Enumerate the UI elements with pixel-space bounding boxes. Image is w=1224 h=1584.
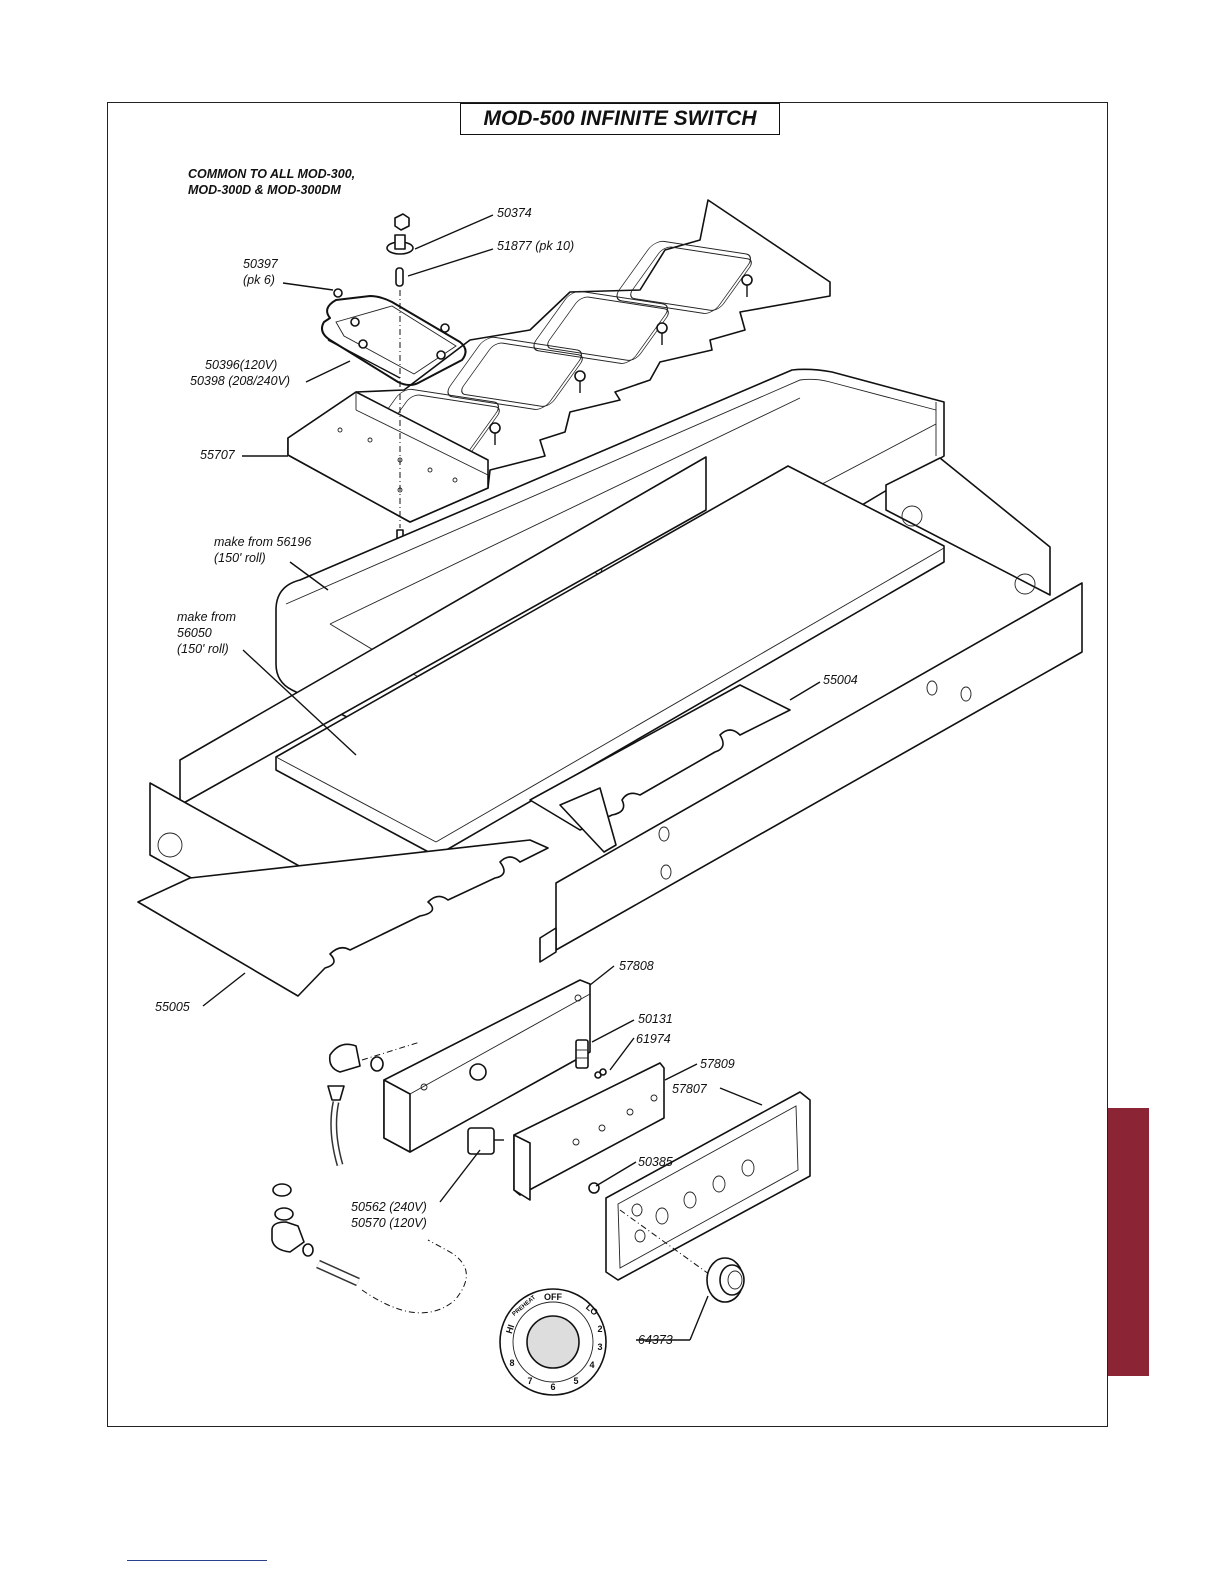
label-55004: 55004 <box>823 673 858 687</box>
element-terminals <box>489 274 753 445</box>
terminal-block-50131 <box>575 1039 589 1069</box>
label-56050-line-1: make from <box>177 610 236 624</box>
label-61974: 61974 <box>636 1032 671 1046</box>
bottom-plate-55005 <box>137 839 549 997</box>
labels: COMMON TO ALL MOD-300, MOD-300D & MOD-30… <box>155 167 858 1347</box>
label-50398: 50398 (208/240V) <box>190 374 290 388</box>
leader-lines <box>202 214 821 1341</box>
back-panel <box>179 456 1051 806</box>
dial-64373: OFF LO HI PREHEAT 2 3 4 5 6 7 8 <box>499 1288 607 1396</box>
footer-rule <box>127 1560 267 1561</box>
label-57809: 57809 <box>700 1057 735 1071</box>
label-50570: 50570 (120V) <box>351 1216 427 1230</box>
label-55005: 55005 <box>155 1000 190 1014</box>
label-50131: 50131 <box>638 1012 673 1026</box>
infinite-switch-50562 <box>467 1127 504 1155</box>
label-51877: 51877 (pk 10) <box>497 239 574 253</box>
dial-num-5: 5 <box>573 1376 578 1386</box>
dial-num-8: 8 <box>509 1358 514 1368</box>
label-56050-line-2: 56050 <box>177 626 212 640</box>
section-tab <box>1108 1108 1149 1376</box>
bottom-plate-55004 <box>529 684 791 853</box>
label-56196-line-2: (150' roll) <box>214 551 266 565</box>
label-50385: 50385 <box>638 1155 673 1169</box>
knob-64373 <box>706 1257 745 1303</box>
dial-num-4: 4 <box>589 1360 594 1370</box>
dial-hi-label: HI <box>504 1323 516 1335</box>
page-title: MOD-500 INFINITE SWITCH <box>460 103 780 135</box>
dial-num-2: 2 <box>597 1324 602 1334</box>
dial-off-label: OFF <box>544 1292 562 1302</box>
label-50562: 50562 (240V) <box>351 1200 427 1214</box>
insulation-board <box>275 465 945 857</box>
note-line-2: MOD-300D & MOD-300DM <box>188 183 341 197</box>
front-panel <box>539 582 1083 963</box>
faceplate-57807 <box>605 1091 811 1283</box>
screws-61974 <box>594 1068 607 1079</box>
diagram-frame <box>107 102 1108 1427</box>
note-line-1: COMMON TO ALL MOD-300, <box>188 167 355 181</box>
label-50374: 50374 <box>497 206 532 220</box>
clips-50397 <box>333 288 450 360</box>
label-57808: 57808 <box>619 959 654 973</box>
label-56196-line-1: make from 56196 <box>214 535 311 549</box>
control-box-57808 <box>383 979 591 1153</box>
dial-num-3: 3 <box>597 1342 602 1352</box>
dial-num-7: 7 <box>527 1376 532 1386</box>
label-55707: 55707 <box>200 448 236 462</box>
heating-element <box>321 295 467 386</box>
label-57807: 57807 <box>672 1082 708 1096</box>
label-64373: 64373 <box>638 1333 673 1347</box>
label-50397-line-2: (pk 6) <box>243 273 275 287</box>
label-50397-line-1: 50397 <box>243 257 279 271</box>
drain-assembly <box>271 1041 467 1314</box>
dial-num-6: 6 <box>550 1382 555 1392</box>
bracket-57809 <box>513 1062 665 1201</box>
label-56050-line-3: (150' roll) <box>177 642 229 656</box>
label-50396: 50396(120V) <box>205 358 277 372</box>
